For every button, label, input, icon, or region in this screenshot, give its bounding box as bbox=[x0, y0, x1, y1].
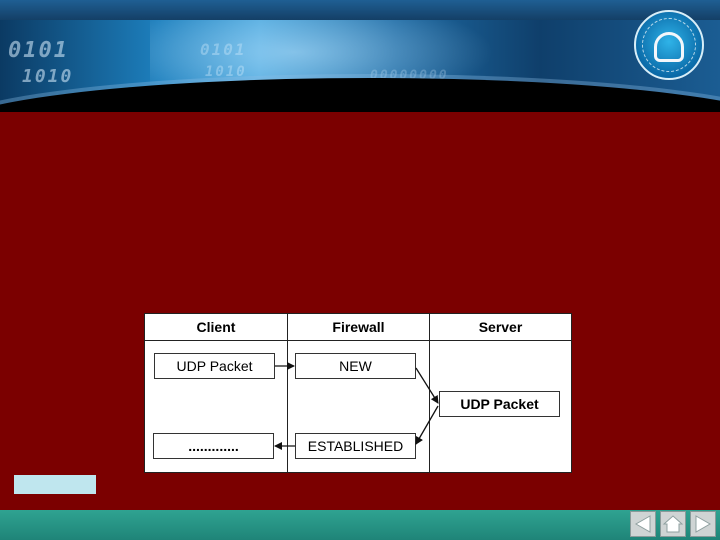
caption-box bbox=[14, 475, 96, 494]
banner-binary-decoration: 1010 bbox=[22, 66, 74, 87]
client-udp-packet-node: UDP Packet bbox=[154, 353, 275, 379]
diagram-arrows bbox=[274, 362, 439, 450]
banner-binary-decoration: 0101 bbox=[200, 40, 247, 59]
banner-binary-decoration: 0101 bbox=[8, 38, 69, 63]
nav-next-button[interactable] bbox=[690, 511, 716, 537]
bottom-bar bbox=[0, 510, 720, 540]
home-icon bbox=[662, 515, 684, 533]
header-banner: 0101 1010 0101 1010 00000000 bbox=[0, 20, 720, 112]
firewall-established-node: ESTABLISHED bbox=[295, 433, 416, 459]
column-header-server: Server bbox=[478, 319, 523, 335]
arrow-left-icon bbox=[634, 515, 651, 533]
column-divider bbox=[429, 314, 430, 472]
arrow-right-icon bbox=[695, 515, 712, 533]
header-top-strip bbox=[0, 0, 720, 20]
institution-logo bbox=[634, 10, 704, 80]
header-divider bbox=[145, 340, 571, 341]
logo-ring bbox=[642, 18, 696, 72]
arrow-server-to-firewall bbox=[415, 405, 439, 445]
logo-emblem-icon bbox=[654, 32, 684, 62]
banner-binary-decoration: 1010 bbox=[205, 64, 247, 80]
udp-state-diagram: Client Firewall Server UDP Packet NEW UD… bbox=[144, 313, 572, 473]
arrow-firewall-to-server bbox=[415, 367, 439, 404]
firewall-new-node: NEW bbox=[295, 353, 416, 379]
nav-home-button[interactable] bbox=[660, 511, 686, 537]
nav-previous-button[interactable] bbox=[630, 511, 656, 537]
column-header-client: Client bbox=[196, 319, 236, 335]
column-header-firewall: Firewall bbox=[332, 319, 385, 335]
server-udp-packet-node: UDP Packet bbox=[439, 391, 560, 417]
client-response-node: ............. bbox=[153, 433, 274, 459]
column-divider bbox=[287, 314, 288, 472]
